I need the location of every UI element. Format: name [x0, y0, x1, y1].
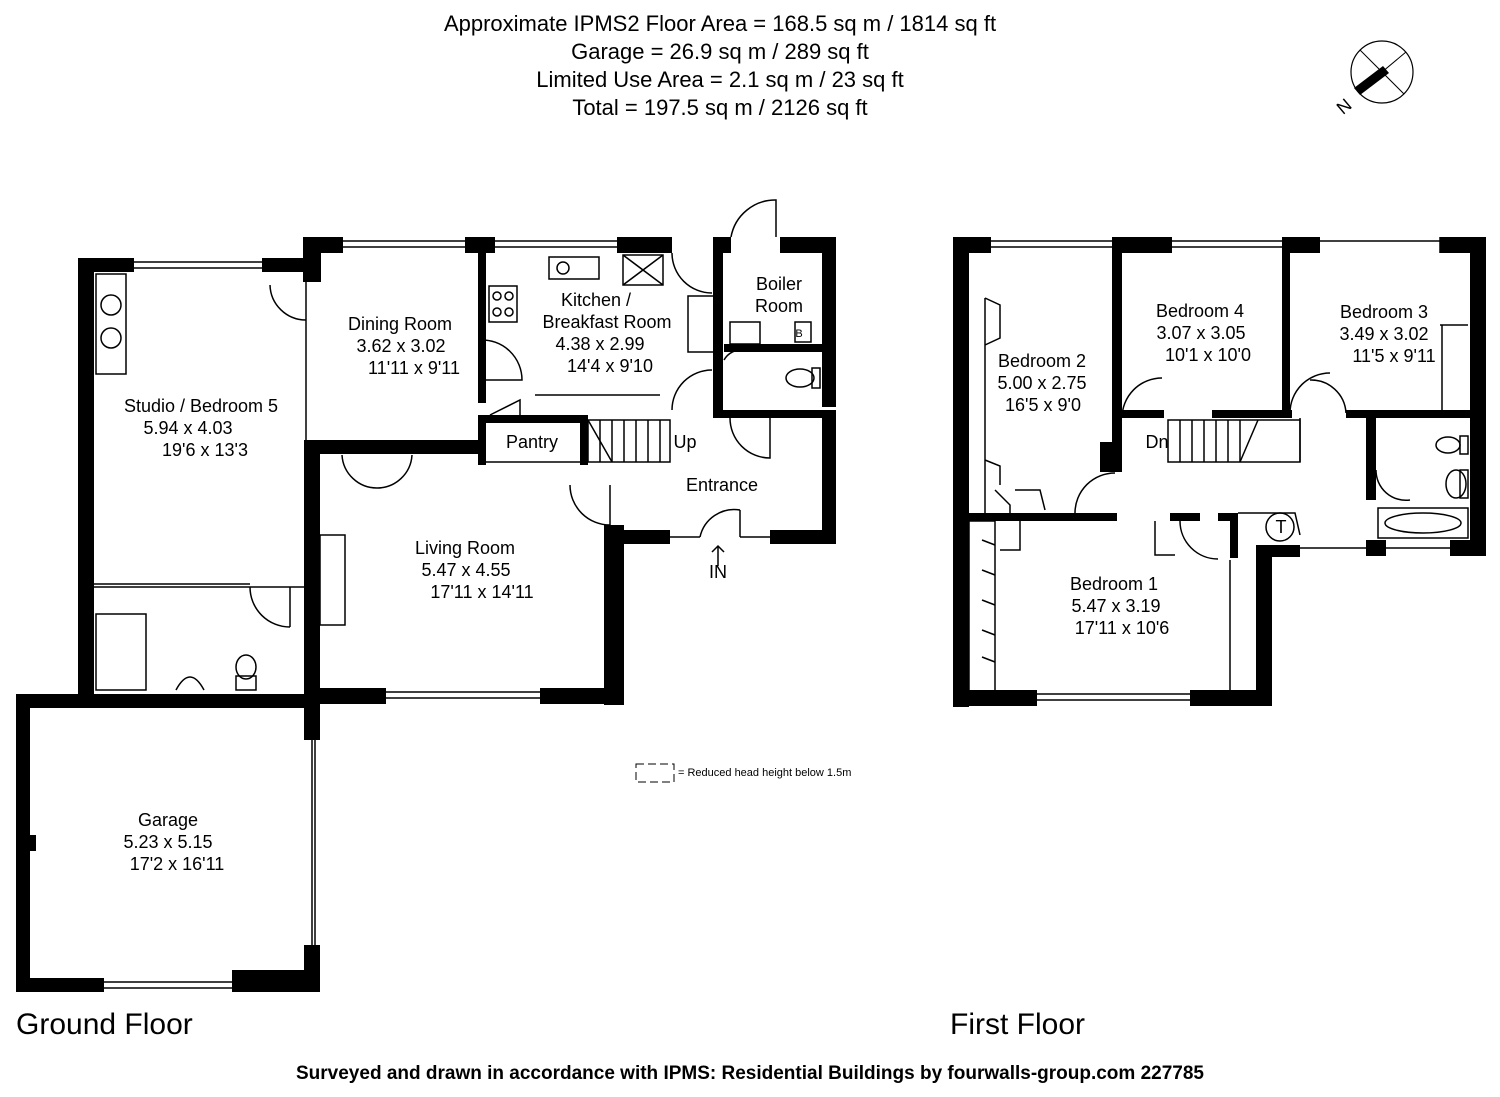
summary-line-ipms2: Approximate IPMS2 Floor Area = 168.5 sq …: [443, 11, 997, 36]
bedroom4-name: Bedroom 4: [1156, 301, 1244, 321]
entrance-in-label: IN: [709, 562, 727, 582]
bedroom2-metric: 5.00 x 2.75: [997, 373, 1086, 393]
living-name: Living Room: [415, 538, 515, 558]
dining-metric: 3.62 x 3.02: [356, 336, 445, 356]
legend: = Reduced head height below 1.5m: [635, 763, 851, 783]
stairs-down-label: Dn: [1145, 432, 1168, 452]
bedroom1-name: Bedroom 1: [1070, 574, 1158, 594]
first-floor-plan: [953, 237, 1486, 707]
studio-metric: 5.94 x 4.03: [143, 418, 232, 438]
boiler-name-line2: Room: [755, 296, 803, 316]
bedroom2-imperial: 16'5 x 9'0: [1005, 395, 1081, 415]
boiler-name-line1: Boiler: [756, 274, 802, 294]
bedroom1-imperial: 17'11 x 10'6: [1075, 618, 1170, 638]
bedroom4-metric: 3.07 x 3.05: [1156, 323, 1245, 343]
compass-north-label: N: [1333, 95, 1356, 119]
first-floor-labels: Bedroom 2 5.00 x 2.75 16'5 x 9'0 Bedroom…: [997, 301, 1435, 638]
studio-imperial: 19'6 x 13'3: [162, 440, 248, 460]
summary-line-limited-use: Limited Use Area = 2.1 sq m / 23 sq ft: [536, 67, 904, 92]
footer-credit: Surveyed and drawn in accordance with IP…: [296, 1063, 1204, 1084]
tank-label: T: [1276, 517, 1287, 537]
summary-line-garage: Garage = 26.9 sq m / 289 sq ft: [571, 39, 869, 64]
floor-area-summary: Approximate IPMS2 Floor Area = 168.5 sq …: [320, 10, 1120, 122]
kitchen-metric: 4.38 x 2.99: [555, 334, 644, 354]
kitchen-imperial: 14'4 x 9'10: [567, 356, 653, 376]
dining-name: Dining Room: [348, 314, 452, 334]
garage-metric: 5.23 x 5.15: [123, 832, 212, 852]
bedroom3-name: Bedroom 3: [1340, 302, 1428, 322]
studio-name: Studio / Bedroom 5: [124, 396, 278, 416]
kitchen-name-line2: Breakfast Room: [542, 312, 671, 332]
garage-imperial: 17'2 x 16'11: [130, 854, 225, 874]
pantry-name: Pantry: [506, 432, 558, 452]
first-floor-title: First Floor: [950, 1008, 1085, 1041]
legend-text: = Reduced head height below 1.5m: [678, 767, 851, 779]
compass-icon: N: [1333, 40, 1414, 119]
ground-floor-plan: [16, 199, 836, 992]
ground-floor-labels: Studio / Bedroom 5 5.94 x 4.03 19'6 x 13…: [123, 274, 803, 874]
bedroom3-metric: 3.49 x 3.02: [1339, 324, 1428, 344]
bedroom2-name: Bedroom 2: [998, 351, 1086, 371]
summary-line-total: Total = 197.5 sq m / 2126 sq ft: [572, 95, 868, 120]
bedroom4-imperial: 10'1 x 10'0: [1165, 345, 1251, 365]
stairs-up-label: Up: [673, 432, 696, 452]
boiler-marker: B: [795, 328, 802, 340]
garage-name: Garage: [138, 810, 198, 830]
living-metric: 5.47 x 4.55: [421, 560, 510, 580]
dining-imperial: 11'11 x 9'11: [368, 358, 460, 378]
entrance-name: Entrance: [686, 475, 758, 495]
kitchen-name-line1: Kitchen /: [561, 290, 631, 310]
living-imperial: 17'11 x 14'11: [430, 582, 533, 602]
ground-floor-title: Ground Floor: [16, 1008, 193, 1041]
bedroom3-imperial: 11'5 x 9'11: [1352, 346, 1435, 366]
legend-swatch: [635, 763, 675, 783]
bedroom1-metric: 5.47 x 3.19: [1071, 596, 1160, 616]
